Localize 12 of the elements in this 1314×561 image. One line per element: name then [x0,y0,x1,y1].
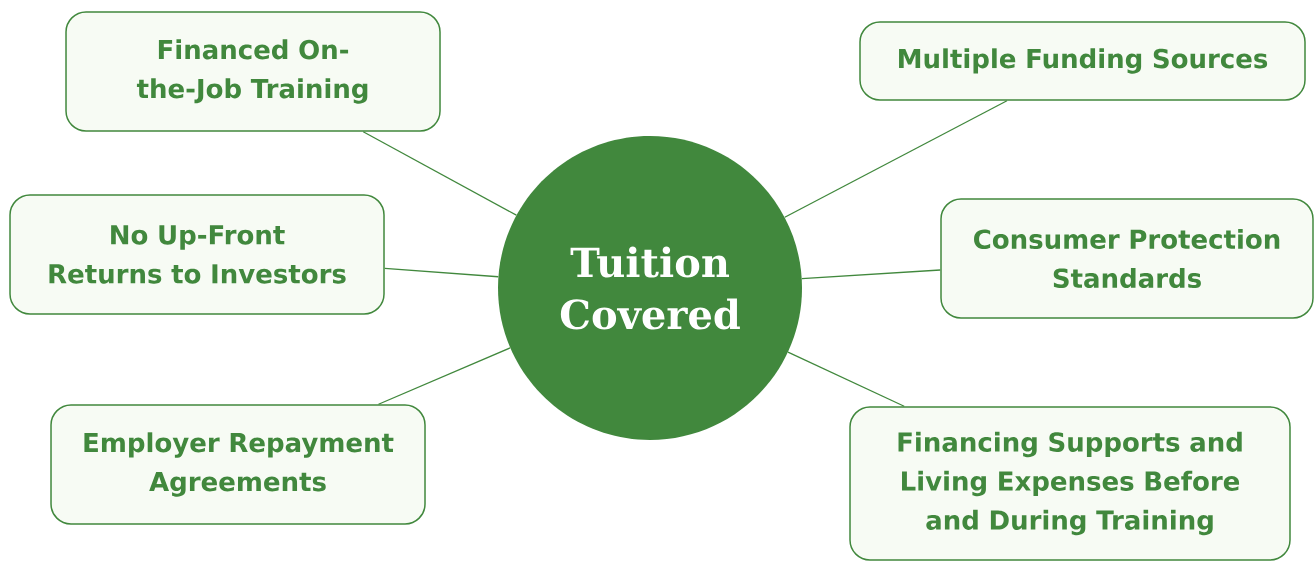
topic-box: Multiple Funding Sources [859,21,1306,101]
connector-line [377,347,511,405]
topic-box: Consumer Protection Standards [940,198,1314,319]
connector-line [787,351,905,407]
topic-box: Financed On-the-Job Training [65,11,441,132]
topic-box: Financing Supports and Living Expenses Before and During Training [849,406,1291,561]
connector-line [362,131,517,216]
topic-box: No Up-Front Returns to Investors [9,194,385,315]
connector-line [384,267,499,278]
topic-box: Employer Repayment Agreements [50,404,426,525]
connector-line [801,269,941,280]
connector-line [784,100,1008,218]
